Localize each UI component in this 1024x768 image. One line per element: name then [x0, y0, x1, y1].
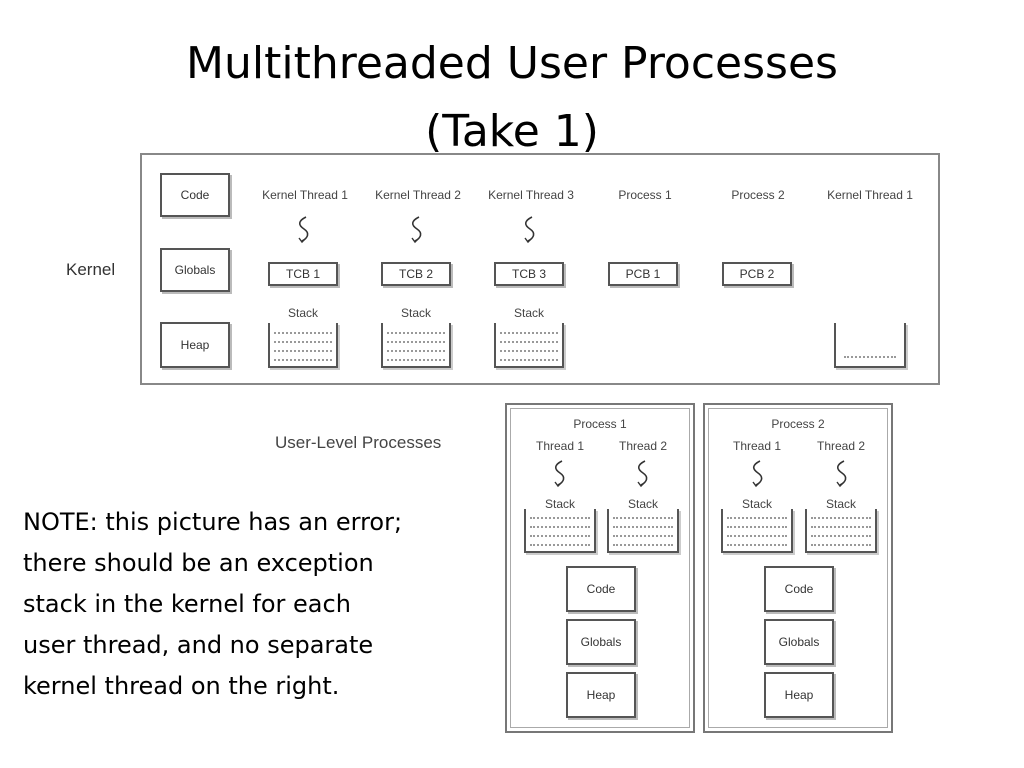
thread-squiggle-icon — [752, 460, 763, 488]
p2-globals-box: Globals — [764, 619, 834, 665]
p2-thread-2-label: Thread 2 — [816, 439, 866, 453]
kernel-stack — [494, 323, 564, 368]
p1-thread-2-label: Thread 2 — [618, 439, 668, 453]
p1-thread-1-label: Thread 1 — [535, 439, 585, 453]
kernel-stack-label: Stack — [400, 306, 431, 320]
kernel-thread-1-header: Kernel Thread 1 — [262, 188, 348, 202]
kernel-thread-right-stack — [834, 323, 906, 368]
p2-code-box: Code — [764, 566, 834, 612]
kernel-label: Kernel — [66, 260, 116, 279]
p1-heap-box: Heap — [566, 672, 636, 718]
kernel-stack — [268, 323, 338, 368]
p1-globals-box: Globals — [566, 619, 636, 665]
p1-stack-label: Stack — [627, 497, 658, 511]
thread-squiggle-icon — [637, 460, 648, 488]
kernel-stack — [381, 323, 451, 368]
slide-title-line-1: Multithreaded User Processes — [186, 38, 838, 89]
process-2-header: Process 2 — [731, 188, 785, 202]
p2-stack-label: Stack — [741, 497, 772, 511]
p1-stack-label: Stack — [544, 497, 575, 511]
p2-thread-1-stack — [721, 509, 793, 553]
p2-stack-label: Stack — [825, 497, 856, 511]
thread-squiggle-icon — [524, 216, 535, 244]
thread-squiggle-icon — [298, 216, 309, 244]
slide-title-line-2: (Take 1) — [425, 106, 599, 157]
note-text: NOTE: this picture has an error; there s… — [23, 502, 493, 707]
kernel-stack-label: Stack — [513, 306, 544, 320]
kernel-code-box: Code — [160, 173, 230, 217]
p1-code-box: Code — [566, 566, 636, 612]
p2-thread-2-stack — [805, 509, 877, 553]
kernel-thread-2-header: Kernel Thread 2 — [375, 188, 461, 202]
p2-heap-box: Heap — [764, 672, 834, 718]
kernel-globals-box: Globals — [160, 248, 230, 292]
note-line: stack in the kernel for each — [23, 590, 351, 618]
pcb-1-box: PCB 1 — [608, 262, 678, 286]
thread-squiggle-icon — [411, 216, 422, 244]
tcb-1-box: TCB 1 — [268, 262, 338, 286]
user-level-processes-label: User-Level Processes — [275, 433, 442, 452]
pcb-2-box: PCB 2 — [722, 262, 792, 286]
thread-squiggle-icon — [836, 460, 847, 488]
p2-thread-1-label: Thread 1 — [732, 439, 782, 453]
thread-squiggle-icon — [554, 460, 565, 488]
kernel-heap-box: Heap — [160, 322, 230, 368]
note-line: user thread, and no separate — [23, 631, 374, 659]
process-1-header: Process 1 — [618, 188, 672, 202]
p1-thread-2-stack — [607, 509, 679, 553]
kernel-thread-3-header: Kernel Thread 3 — [488, 188, 574, 202]
note-line: NOTE: this picture has an error; — [23, 508, 403, 536]
tcb-3-box: TCB 3 — [494, 262, 564, 286]
note-line: there should be an exception — [23, 549, 374, 577]
tcb-2-box: TCB 2 — [381, 262, 451, 286]
note-line: kernel thread on the right. — [23, 672, 340, 700]
process-1-title: Process 1 — [573, 417, 627, 431]
process-2-title: Process 2 — [771, 417, 825, 431]
p1-thread-1-stack — [524, 509, 596, 553]
kernel-stack-label: Stack — [287, 306, 318, 320]
kernel-thread-1-right-header: Kernel Thread 1 — [827, 188, 913, 202]
